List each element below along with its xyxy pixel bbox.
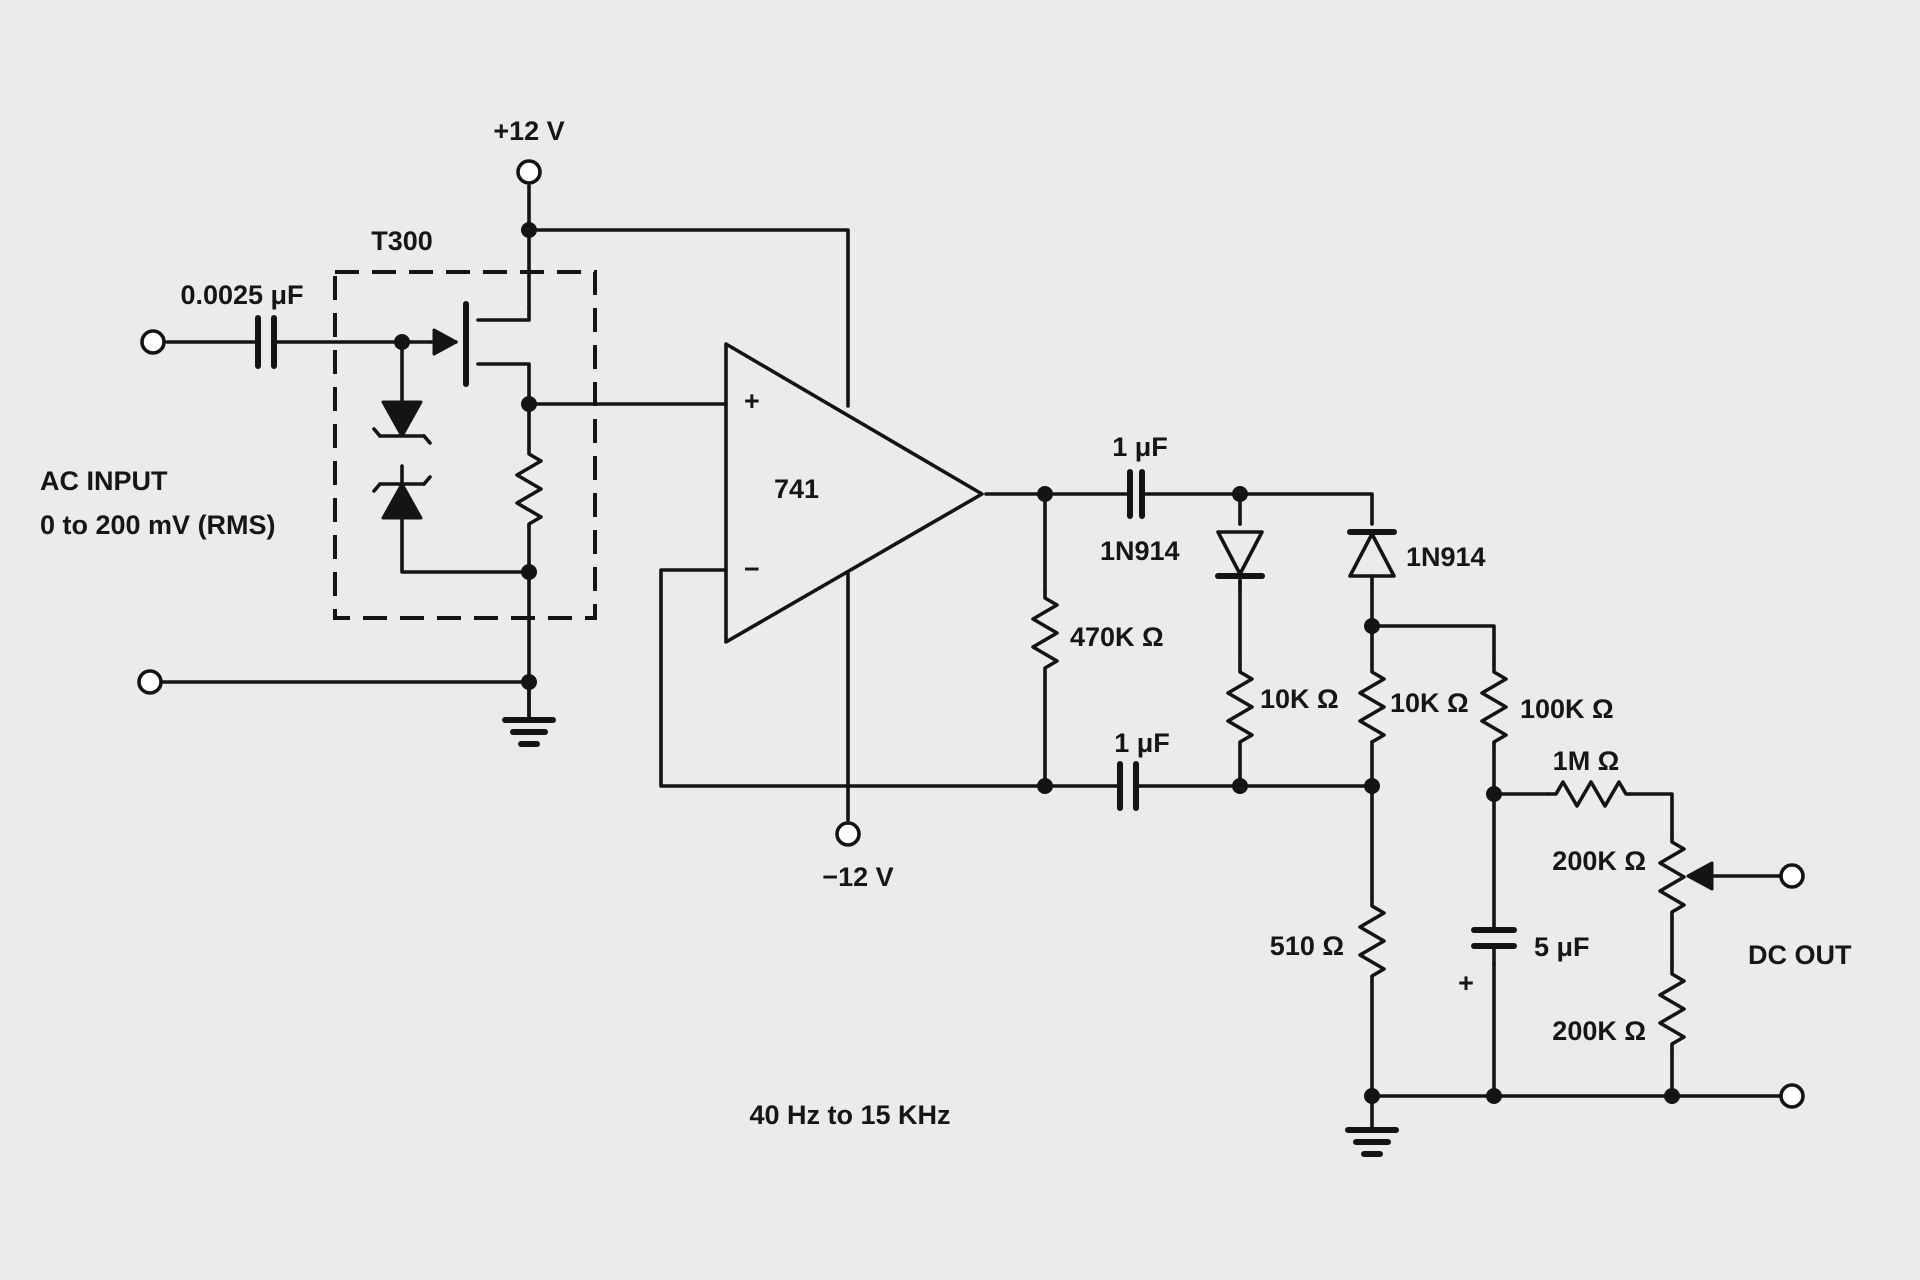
source-resistor — [515, 446, 543, 528]
dc-out-terminal — [1779, 863, 1805, 889]
ac-input-terminal — [140, 329, 166, 355]
resistor-470k — [1031, 588, 1059, 674]
resistor-1m-label: 1M Ω — [1553, 746, 1620, 776]
resistor-470k-label: 470K Ω — [1070, 622, 1164, 652]
frequency-range-label: 40 Hz to 15 KHz — [749, 1100, 950, 1130]
ac-input-label: AC INPUT — [40, 466, 168, 496]
wires — [159, 184, 1782, 1132]
zener-pair — [372, 400, 432, 520]
diode-d2 — [1347, 529, 1397, 586]
diode-d1-label: 1N914 — [1100, 536, 1180, 566]
negative-supply-terminal — [835, 821, 861, 847]
dc-out-label: DC OUT — [1748, 940, 1852, 970]
resistor-1m — [1546, 780, 1632, 808]
capacitor-c2-label: 1 μF — [1112, 432, 1168, 462]
capacitor-5uf-label: 5 μF — [1534, 932, 1590, 962]
junction-dots — [394, 222, 1680, 1104]
jfet — [428, 301, 469, 387]
positive-supply-label: +12 V — [493, 116, 564, 146]
diode-d1 — [1215, 522, 1265, 579]
opamp-label: 741 — [774, 474, 819, 504]
dc-out-ground-terminal — [1779, 1083, 1805, 1109]
negative-supply-label: −12 V — [822, 862, 893, 892]
resistor-10k-a — [1226, 662, 1254, 788]
potentiometer-200k — [1658, 832, 1686, 920]
potentiometer-wiper-arrow — [1686, 861, 1714, 891]
opamp-minus-label: − — [744, 554, 760, 584]
resistor-200k-label: 200K Ω — [1552, 1016, 1646, 1046]
opamp-741 — [724, 342, 984, 644]
capacitor-c3-label: 1 μF — [1114, 728, 1170, 758]
coupling-cap-label: 0.0025 μF — [180, 280, 303, 310]
resistor-100k — [1480, 662, 1508, 746]
t300-module — [333, 270, 597, 620]
positive-supply-terminal — [516, 159, 542, 185]
t300-label: T300 — [371, 226, 433, 256]
input-coupling-capacitor — [255, 315, 277, 369]
potentiometer-200k-label: 200K Ω — [1552, 846, 1646, 876]
resistor-100k-label: 100K Ω — [1520, 694, 1614, 724]
resistor-510-label: 510 Ω — [1270, 931, 1344, 961]
capacitor-5uf-polarity-label: + — [1458, 968, 1474, 998]
ground-symbol-output — [1345, 1127, 1399, 1157]
resistor-200k — [1658, 964, 1686, 1052]
capacitor-5uf — [1471, 927, 1517, 966]
resistor-10k-b-label: 10K Ω — [1390, 688, 1469, 718]
capacitor-c2 — [1127, 469, 1145, 519]
ground-symbol-input — [502, 717, 556, 747]
capacitor-c3 — [1117, 761, 1139, 811]
resistor-10k-a-label: 10K Ω — [1260, 684, 1339, 714]
resistor-10k-b — [1358, 662, 1386, 744]
diode-d2-label: 1N914 — [1406, 542, 1486, 572]
ac-input-range-label: 0 to 200 mV (RMS) — [40, 510, 276, 540]
resistor-510 — [1358, 896, 1386, 984]
ac-input-ground-terminal — [137, 669, 163, 695]
opamp-plus-label: + — [744, 386, 760, 416]
